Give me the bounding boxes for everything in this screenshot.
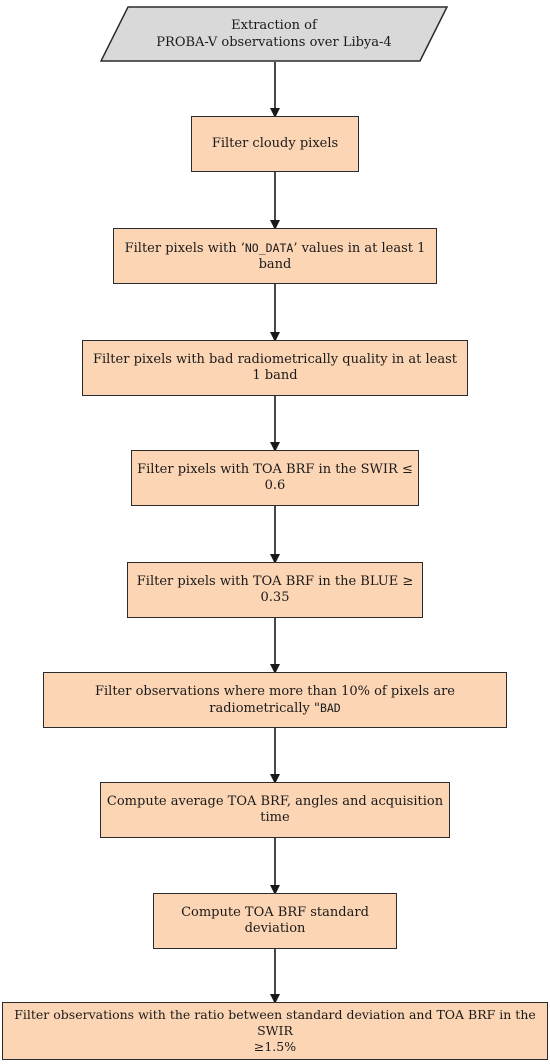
step-3-label: Filter pixels with bad radiometrically q…	[92, 352, 458, 383]
step-4-label: Filter pixels with TOA BRF in the SWIR ≤…	[137, 462, 413, 493]
step-8-label: Compute TOA BRF standard deviation	[181, 905, 369, 936]
start-node: Extraction of PROBA-V observations over …	[100, 6, 448, 62]
step-9-label-line-1: Filter observations with the ratio betwe…	[14, 1007, 536, 1038]
step-filter-no-data: Filter pixels with ’NO_DATA’ values in a…	[113, 228, 437, 284]
step-filter-blue: Filter pixels with TOA BRF in the BLUE ≥…	[127, 562, 423, 618]
step-6-label-pre: Filter observations where more than 10% …	[94, 683, 455, 716]
step-filter-swir: Filter pixels with TOA BRF in the SWIR ≤…	[131, 450, 419, 506]
step-filter-ratio: Filter observations with the ratio betwe…	[2, 1002, 548, 1060]
step-filter-cloudy-pixels: Filter cloudy pixels	[191, 116, 359, 172]
step-2-label-pre: Filter pixels with ’	[124, 240, 245, 256]
step-1-label: Filter cloudy pixels	[211, 136, 339, 151]
step-7-label: Compute average TOA BRF, angles and acqu…	[106, 794, 444, 825]
start-node-line-1: Extraction of	[231, 18, 317, 33]
step-9-label-line-2: ≥1.5%	[253, 1039, 297, 1054]
step-2-label: Filter pixels with ’NO_DATA’ values in a…	[118, 240, 432, 273]
start-node-line-2: PROBA-V observations over Libya-4	[156, 35, 392, 50]
step-compute-std: Compute TOA BRF standard deviation	[153, 893, 397, 949]
step-6-label-code: BAD	[319, 700, 341, 715]
step-6-label: Filter observations where more than 10% …	[48, 684, 502, 717]
step-filter-bad-observations: Filter observations where more than 10% …	[43, 672, 507, 728]
step-5-label: Filter pixels with TOA BRF in the BLUE ≥…	[136, 574, 414, 605]
start-node-shape	[100, 6, 448, 62]
step-2-label-code: NO_DATA	[244, 240, 294, 255]
step-filter-bad-quality: Filter pixels with bad radiometrically q…	[82, 340, 468, 396]
step-2-label-post: ’ values in at least 1 band	[258, 240, 426, 272]
step-compute-average: Compute average TOA BRF, angles and acqu…	[100, 782, 450, 838]
start-node-label: Extraction of PROBA-V observations over …	[100, 6, 448, 62]
